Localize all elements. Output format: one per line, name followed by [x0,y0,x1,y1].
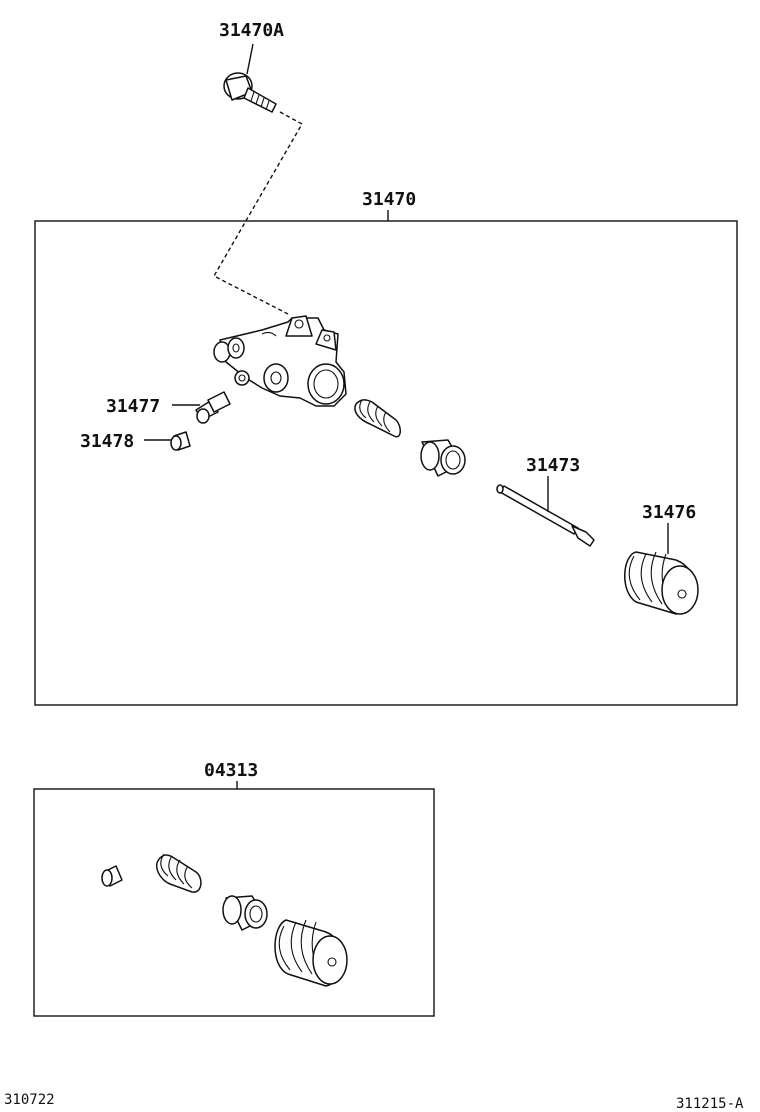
bleeder-plug-31477[interactable] [195,391,231,424]
assembly-box-31470 [34,220,738,706]
callout-31477[interactable]: 31477 [106,396,160,417]
kit-bleeder-cap[interactable] [101,865,123,887]
kit-boot[interactable] [274,919,348,987]
callout-31478[interactable]: 31478 [80,431,134,452]
piston-with-cup[interactable] [420,439,466,477]
kit-piston-with-cup[interactable] [222,895,268,931]
callout-31473[interactable]: 31473 [526,455,580,476]
diagram-code-left: 310722 [4,1092,55,1108]
boot-31476[interactable] [624,551,699,615]
bolt-31470a[interactable] [223,72,277,113]
bolt-alignment-line [213,111,303,315]
piston-spring[interactable] [354,399,401,438]
leader-31470a [246,43,254,75]
callout-04313[interactable]: 04313 [204,760,258,781]
kit-spring[interactable] [156,853,202,893]
diagram-code-right: 311215-A [676,1096,744,1112]
push-rod-31473[interactable] [496,484,595,547]
callout-31470[interactable]: 31470 [362,189,416,210]
repair-kit-box-04313 [33,788,435,1017]
callout-31476[interactable]: 31476 [642,502,696,523]
clutch-release-cylinder-body[interactable] [213,315,347,407]
callout-31470a[interactable]: 31470A [219,20,284,41]
bleeder-cap-31478[interactable] [170,431,191,451]
